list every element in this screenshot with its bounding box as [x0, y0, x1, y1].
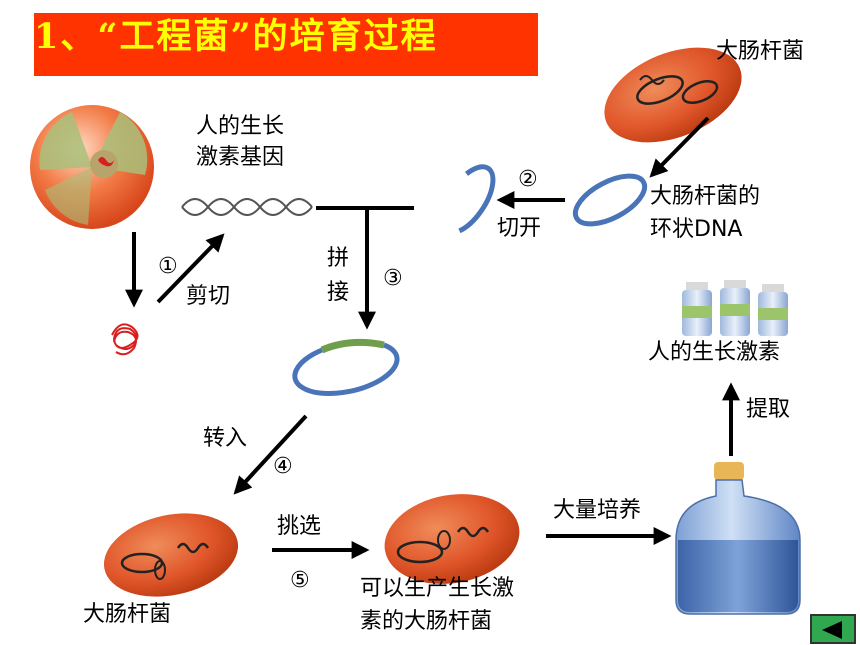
label-cut: 剪切: [186, 284, 231, 309]
dna-double-helix: [181, 198, 313, 216]
title-bar: [34, 13, 538, 76]
page-title: 1、“工程菌”的培育过程: [34, 16, 438, 57]
label-transfer: 转入: [203, 426, 248, 451]
label-ecoli-bottom: 大肠杆菌: [83, 602, 172, 627]
culture-bottle: [675, 462, 801, 615]
vials: [682, 280, 788, 336]
chromosome-tangle: [111, 323, 139, 356]
label-cut-open: 切开: [497, 216, 542, 241]
label-ecoli-top: 大肠杆菌: [716, 39, 805, 64]
label-step-1: ①: [158, 254, 178, 279]
label-step-4: ④: [273, 454, 293, 479]
label-splice-a: 拼: [326, 246, 349, 271]
label-hgh: 人的生长激素: [648, 340, 781, 365]
label-step-3: ③: [383, 266, 403, 291]
arrows: [125, 116, 740, 559]
label-extract: 提取: [746, 397, 791, 422]
label-hgh-gene: 人的生长 激素基因: [196, 114, 285, 170]
label-producing-ecoli: 可以生产生长激 素的大肠杆菌: [360, 576, 515, 634]
label-circular-dna: 大肠杆菌的 环状DNA: [650, 184, 761, 242]
back-arrow-icon: [822, 621, 842, 639]
label-step-5: ⑤: [290, 568, 310, 593]
label-mass-culture: 大量培养: [553, 498, 642, 523]
back-button[interactable]: [810, 614, 856, 644]
label-step-2: ②: [518, 167, 538, 192]
ecoli-bottom: [103, 513, 239, 597]
ecoli-producing: [384, 494, 520, 584]
label-select: 挑选: [277, 514, 322, 539]
human-cell: [30, 105, 154, 229]
label-splice-b: 接: [326, 280, 349, 305]
